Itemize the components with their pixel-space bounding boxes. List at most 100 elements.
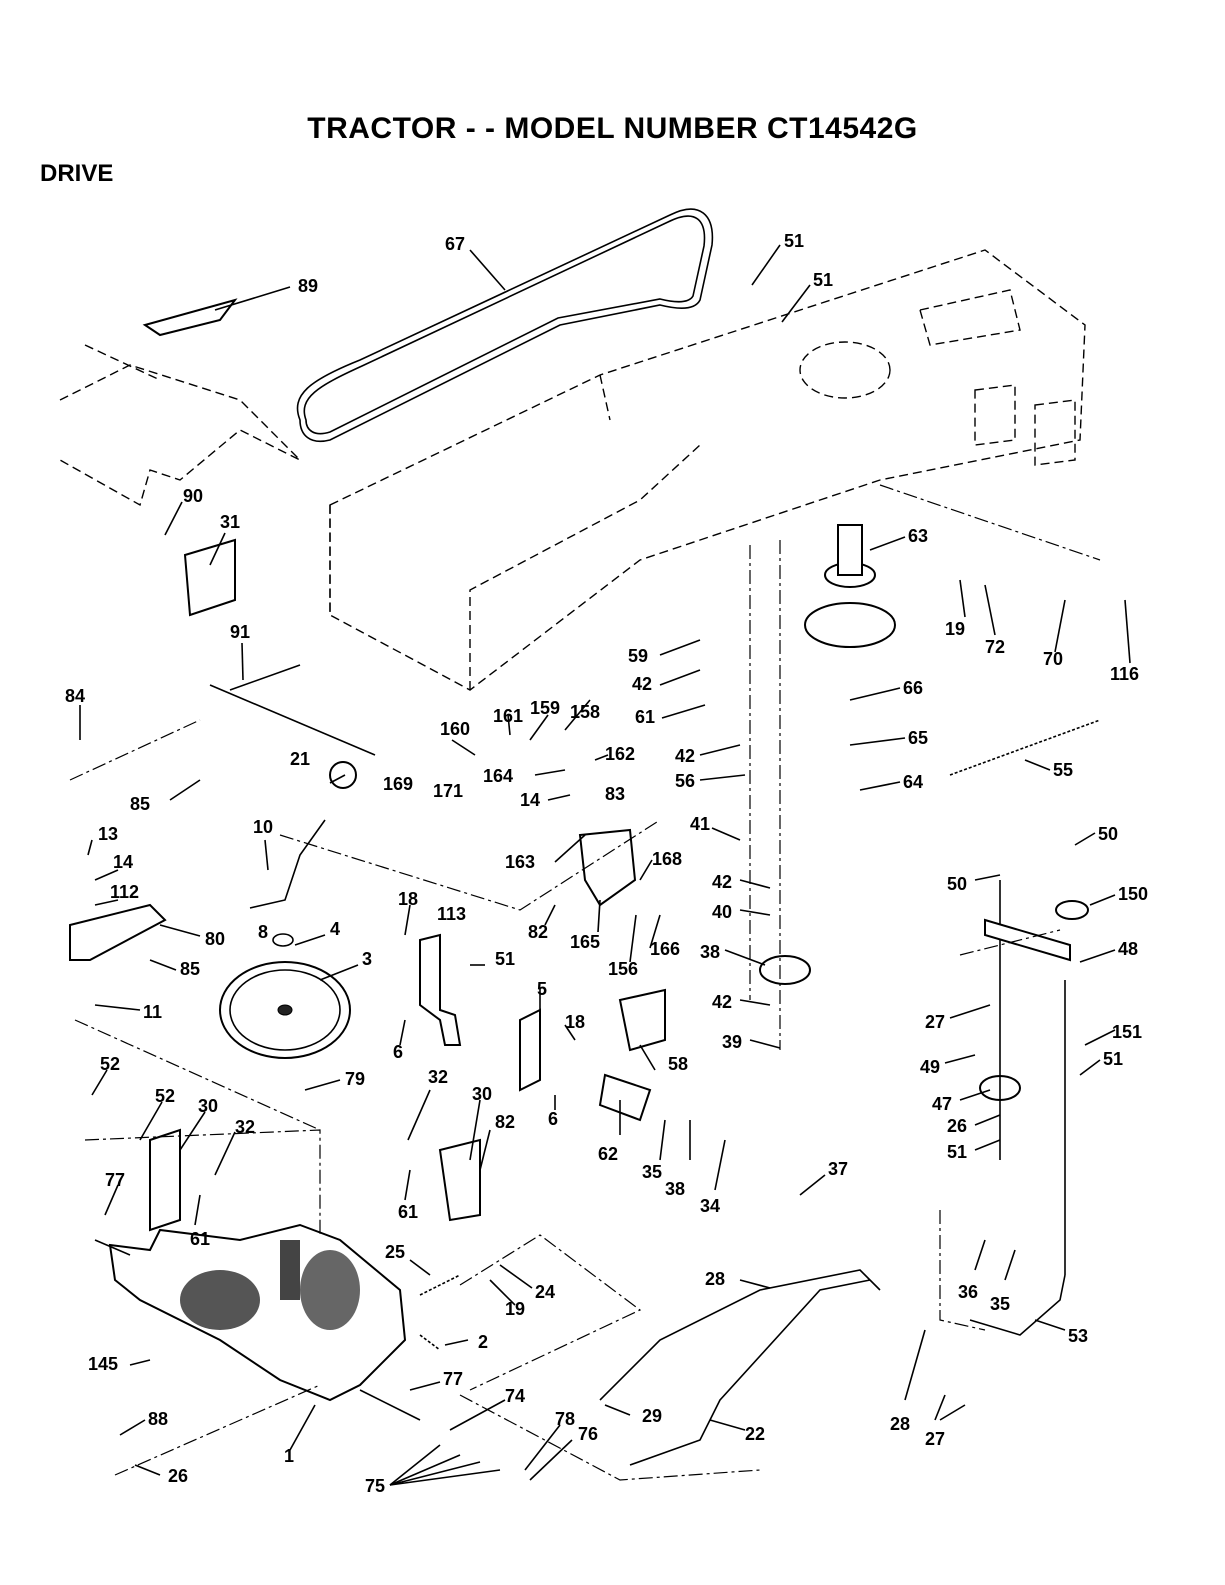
callout-37: 37 [828, 1159, 848, 1179]
idler-pulleys [759, 524, 1089, 1101]
callout-83: 83 [605, 784, 625, 804]
callout-77: 77 [105, 1170, 125, 1190]
callout-11: 11 [143, 1002, 162, 1022]
callout-85: 85 [180, 959, 200, 979]
callout-80: 80 [205, 929, 225, 949]
callout-18: 18 [398, 889, 418, 909]
reference-lines [69, 484, 1101, 1481]
callout-2: 2 [478, 1332, 488, 1352]
callout-145: 145 [88, 1354, 118, 1374]
callout-56: 56 [675, 771, 695, 791]
brackets [69, 298, 1071, 1232]
callout-62: 62 [598, 1144, 618, 1164]
callout-26: 26 [947, 1116, 967, 1136]
callout-24: 24 [535, 1282, 555, 1302]
callout-156: 156 [608, 959, 638, 979]
frame-outline [329, 249, 1086, 691]
section-heading: DRIVE [40, 160, 114, 187]
drive-belt [296, 208, 714, 442]
callout-160: 160 [440, 719, 470, 739]
callout-150: 150 [1118, 884, 1148, 904]
callout-52: 52 [100, 1054, 120, 1074]
callout-164: 164 [483, 766, 513, 786]
callout-42: 42 [712, 872, 732, 892]
callout-31: 31 [220, 512, 240, 532]
callout-171: 171 [433, 781, 463, 801]
shift-lever [249, 761, 357, 909]
callout-75: 75 [365, 1476, 385, 1496]
callout-34: 34 [700, 1196, 720, 1216]
transaxle-pulley [219, 933, 351, 1059]
page-title: TRACTOR - - MODEL NUMBER CT14542G [307, 112, 918, 145]
callout-26: 26 [168, 1466, 188, 1486]
callout-53: 53 [1068, 1326, 1088, 1346]
bushing [598, 1073, 652, 1122]
callout-19: 19 [945, 619, 965, 639]
callout-51: 51 [813, 270, 833, 290]
callout-51: 51 [947, 1142, 967, 1162]
callout-112: 112 [110, 882, 139, 902]
callout-28: 28 [705, 1269, 725, 1289]
callout-48: 48 [1118, 939, 1138, 959]
callout-116: 116 [1110, 664, 1139, 684]
callout-14: 14 [520, 790, 540, 810]
leader-lines [79, 244, 1131, 1486]
callout-21: 21 [290, 749, 310, 769]
callout-70: 70 [1043, 649, 1063, 669]
callout-labels: 67 51 51 89 90 31 91 84 85 13 14 112 80 … [65, 231, 1148, 1496]
callout-51: 51 [495, 949, 515, 969]
callout-38: 38 [700, 942, 720, 962]
callout-61: 61 [398, 1202, 418, 1222]
callout-113: 113 [437, 904, 466, 924]
callout-6: 6 [393, 1042, 403, 1062]
transaxle-assembly [94, 1223, 421, 1421]
callout-50: 50 [947, 874, 967, 894]
callout-76: 76 [578, 1424, 598, 1444]
callout-29: 29 [642, 1406, 662, 1426]
callout-52: 52 [155, 1086, 175, 1106]
callout-78: 78 [555, 1409, 575, 1429]
callout-55: 55 [1053, 760, 1073, 780]
callout-42: 42 [632, 674, 652, 694]
callout-51: 51 [784, 231, 804, 251]
callout-47: 47 [932, 1094, 952, 1114]
callout-32: 32 [235, 1117, 255, 1137]
callout-3: 3 [362, 949, 372, 969]
callout-67: 67 [445, 234, 465, 254]
fender-outline [59, 344, 301, 507]
callout-59: 59 [628, 646, 648, 666]
callout-82: 82 [495, 1112, 515, 1132]
callout-49: 49 [920, 1057, 940, 1077]
callout-90: 90 [183, 486, 203, 506]
callout-51: 51 [1103, 1049, 1123, 1069]
callout-4: 4 [330, 919, 340, 939]
callout-74: 74 [505, 1386, 525, 1406]
springs [419, 719, 1101, 1351]
callout-13: 13 [98, 824, 118, 844]
callout-72: 72 [985, 637, 1005, 657]
callout-1: 1 [284, 1446, 294, 1466]
callout-40: 40 [712, 902, 732, 922]
callout-89: 89 [298, 276, 318, 296]
callout-28: 28 [890, 1414, 910, 1434]
callout-32: 32 [428, 1067, 448, 1087]
callout-85: 85 [130, 794, 150, 814]
callout-6: 6 [548, 1109, 558, 1129]
callout-64: 64 [903, 772, 923, 792]
callout-61: 61 [635, 707, 655, 727]
callout-158: 158 [570, 702, 600, 722]
callout-163: 163 [505, 852, 535, 872]
callout-27: 27 [925, 1429, 945, 1449]
callout-161: 161 [493, 706, 523, 726]
callout-5: 5 [537, 979, 547, 999]
callout-42: 42 [675, 746, 695, 766]
callout-42: 42 [712, 992, 732, 1012]
callout-27: 27 [925, 1012, 945, 1032]
callout-25: 25 [385, 1242, 405, 1262]
callout-66: 66 [903, 678, 923, 698]
callout-30: 30 [472, 1084, 492, 1104]
callout-61: 61 [190, 1229, 210, 1249]
callout-169: 169 [383, 774, 413, 794]
callout-151: 151 [1112, 1022, 1142, 1042]
